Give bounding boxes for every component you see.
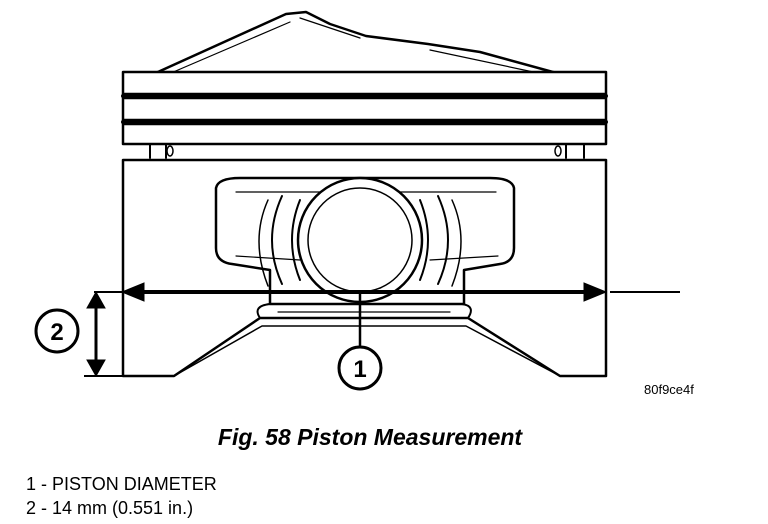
piston-diagram: 1 2 80f9ce4f: [34, 10, 694, 397]
piston-crown: [125, 10, 606, 88]
callout-legend: 1 - PISTON DIAMETER 2 - 14 mm (0.551 in.…: [26, 472, 217, 520]
offset-dimension: [84, 290, 124, 378]
legend-item-2: 2 - 14 mm (0.551 in.): [26, 498, 194, 518]
figure-caption: Fig. 58 Piston Measurement: [217, 424, 523, 450]
diameter-measurement: [94, 282, 680, 346]
callout-2-number: 2: [50, 319, 63, 346]
ring-land-2: [121, 96, 608, 122]
piston-drawing: [121, 10, 608, 378]
legend-item-1: 1 - PISTON DIAMETER: [26, 474, 217, 494]
ring-land-3: [121, 122, 608, 146]
arrow-right: [583, 282, 608, 302]
ring-land-1: [121, 70, 608, 96]
callout-2: 2: [34, 308, 80, 354]
wrist-pin: [296, 176, 424, 304]
callout-1: 1: [337, 345, 383, 391]
callout-1-number: 1: [353, 356, 366, 383]
figure-code: 80f9ce4f: [644, 382, 694, 397]
arrow-left: [120, 282, 145, 302]
pin-boss-cavity: [214, 176, 516, 306]
